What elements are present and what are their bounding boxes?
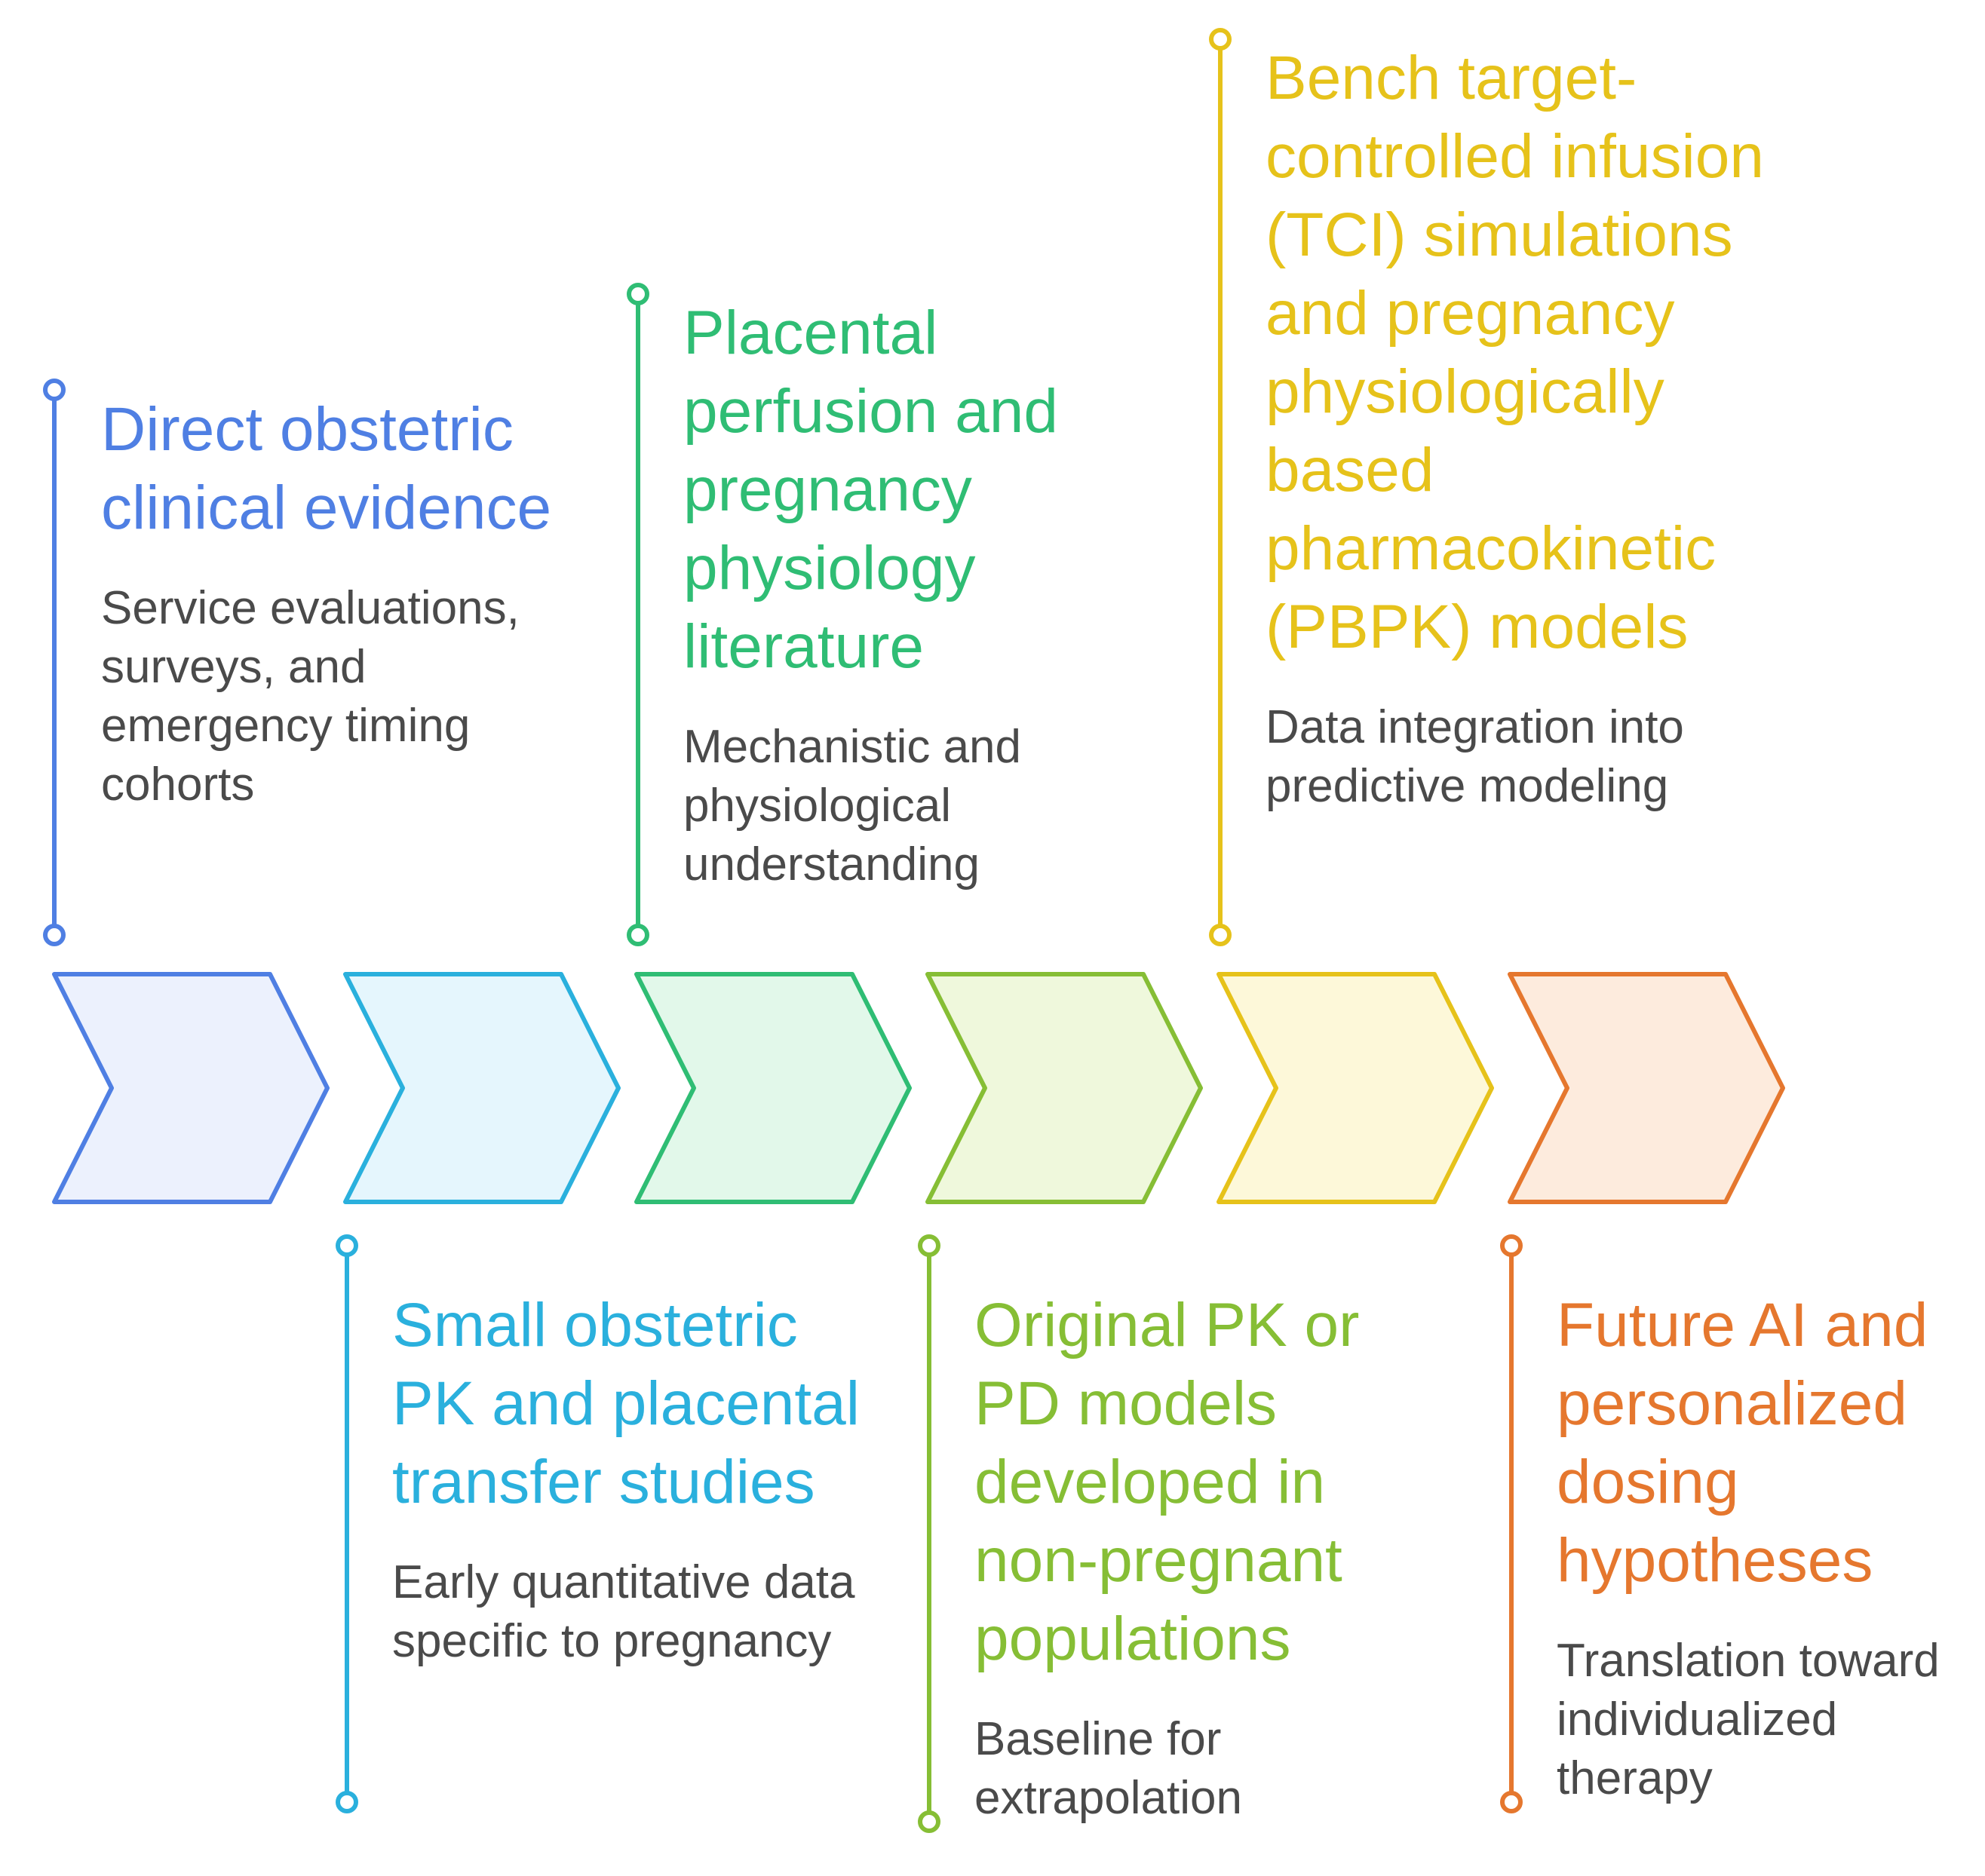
stage-5-chevron xyxy=(1216,972,1494,1204)
stage-6-connector-line xyxy=(1500,1234,1523,1813)
chevron-shape xyxy=(925,972,1203,1204)
connector-dot-top xyxy=(1209,28,1232,51)
stage-1-connector-line xyxy=(43,379,66,946)
stage-title: Placental perfusion and pregnancy physio… xyxy=(683,299,1058,681)
chevron-shape xyxy=(343,972,621,1204)
stage-title: Small obstetric PK and placental transfe… xyxy=(392,1291,861,1516)
stage-3-text: Placental perfusion and pregnancy physio… xyxy=(683,294,1151,894)
stage-title: Future AI and personalized dosing hypoth… xyxy=(1557,1291,1928,1595)
stage-description: Translation toward individualized therap… xyxy=(1557,1635,1940,1804)
connector-dot-top xyxy=(627,283,649,305)
stage-2-text: Small obstetric PK and placental transfe… xyxy=(392,1286,875,1671)
stage-2-connector-line xyxy=(336,1234,358,1813)
stage-title: Bench target-controlled infusion (TCI) s… xyxy=(1266,44,1764,661)
stage-6-text: Future AI and personalized dosing hypoth… xyxy=(1557,1286,1979,1808)
stage-3-connector-line xyxy=(627,283,649,946)
connector-dot-bottom xyxy=(1500,1791,1523,1813)
stage-title: Direct obstetric clinical evidence xyxy=(101,395,552,542)
chevron-shape xyxy=(1508,972,1785,1204)
stage-description: Mechanistic and physiological understand… xyxy=(683,721,1022,890)
stage-6-chevron xyxy=(1508,972,1785,1204)
connector-dot-top xyxy=(43,379,66,401)
stage-description: Data integration into predictive modelin… xyxy=(1266,701,1684,812)
stage-5-text: Bench target-controlled infusion (TCI) s… xyxy=(1266,39,1778,816)
chevron-shape xyxy=(1216,972,1494,1204)
stage-2-chevron xyxy=(343,972,621,1204)
connector-dot-top xyxy=(1500,1234,1523,1257)
connector-dot-top xyxy=(336,1234,358,1257)
stage-4-text: Original PK or PD models developed in no… xyxy=(974,1286,1412,1828)
stage-description: Early quantitative data specific to preg… xyxy=(392,1556,855,1667)
chevron-shape xyxy=(634,972,912,1204)
stage-1-text: Direct obstetric clinical evidence Servi… xyxy=(101,391,584,814)
stage-1-chevron xyxy=(52,972,330,1204)
stage-5-connector-line xyxy=(1209,28,1232,946)
connector-dot-bottom xyxy=(627,924,649,946)
connector-dot-bottom xyxy=(918,1810,940,1833)
stage-description: Baseline for extrapolation xyxy=(974,1713,1243,1824)
connector-dot-bottom xyxy=(336,1791,358,1813)
stage-description: Service evaluations, surveys, and emerge… xyxy=(101,582,520,811)
connector-dot-top xyxy=(918,1234,940,1257)
stage-title: Original PK or PD models developed in no… xyxy=(974,1291,1360,1673)
connector-dot-bottom xyxy=(1209,924,1232,946)
stage-4-connector-line xyxy=(918,1234,940,1833)
stage-4-chevron xyxy=(925,972,1203,1204)
chevron-shape xyxy=(52,972,330,1204)
connector-dot-bottom xyxy=(43,924,66,946)
stage-3-chevron xyxy=(634,972,912,1204)
